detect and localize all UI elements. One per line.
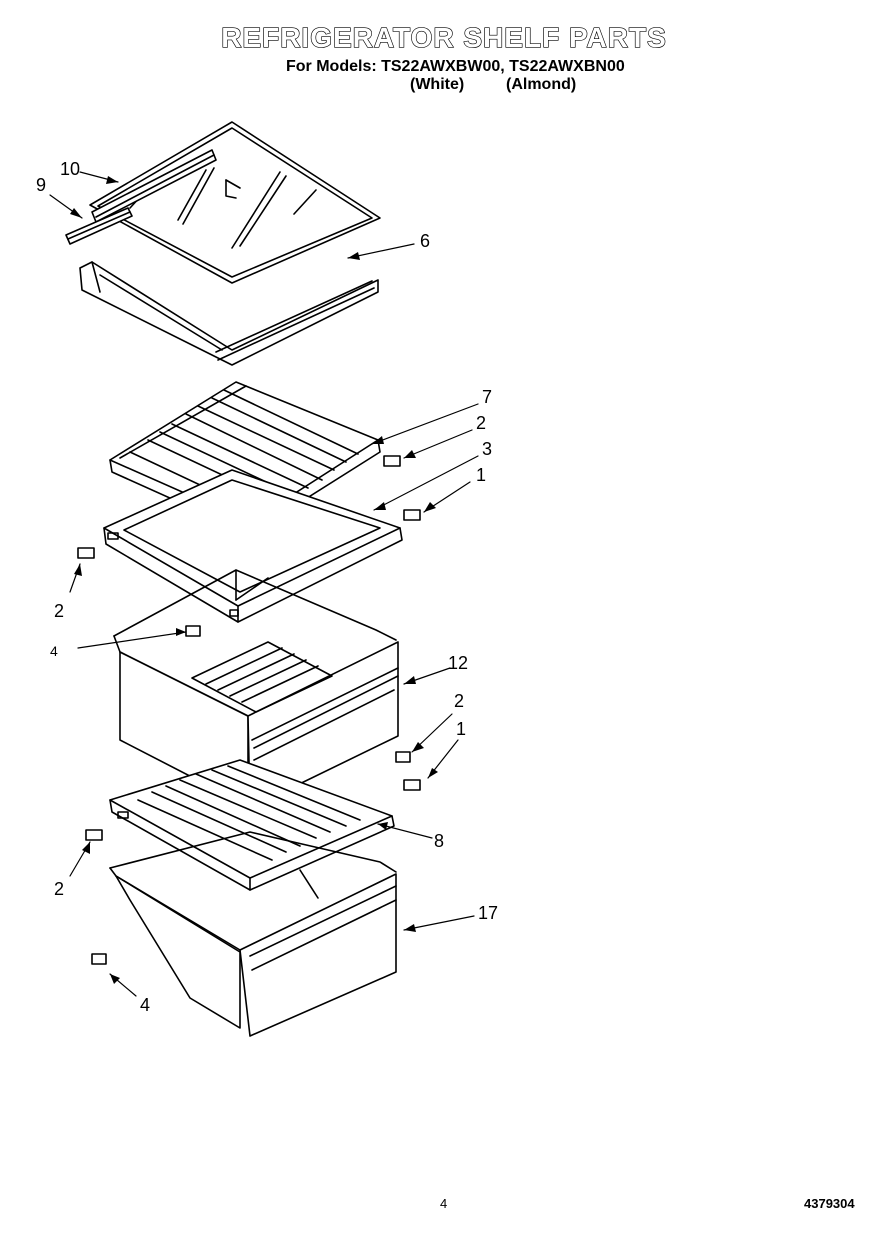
callout-17: 17 — [478, 903, 499, 923]
fasteners — [77, 455, 421, 965]
arrowheads — [70, 176, 438, 984]
callout-7: 7 — [482, 387, 493, 407]
grid-shelf-lower — [109, 759, 395, 891]
page-number: 4 — [440, 1196, 448, 1211]
doc-number: 4379304 — [804, 1196, 855, 1211]
variant-almond: (Almond) — [506, 76, 577, 93]
callout-10: 10 — [60, 159, 81, 179]
callout-4-lower: 4 — [140, 995, 151, 1015]
callout-6: 6 — [420, 231, 431, 251]
callout-3: 3 — [482, 439, 493, 459]
callout-1-lower: 1 — [456, 719, 467, 739]
models-line: For Models: TS22AWXBW00, TS22AWXBN00 — [286, 58, 625, 75]
callout-2-lower-right: 2 — [454, 691, 465, 711]
callout-12: 12 — [448, 653, 469, 673]
callout-1-upper: 1 — [476, 465, 487, 485]
lower-drawer — [109, 831, 397, 1037]
page-title: REFRIGERATOR SHELF PARTS — [221, 21, 667, 53]
callout-4-upper: 4 — [50, 643, 58, 659]
callout-9: 9 — [36, 175, 47, 195]
callout-2-upper-right: 2 — [476, 413, 487, 433]
glass-shelf-assembly — [65, 121, 381, 366]
variant-white: (White) — [410, 76, 465, 93]
callout-8: 8 — [434, 831, 445, 851]
crisper-cover-frame — [103, 469, 403, 623]
callout-2-lower-left: 2 — [54, 879, 65, 899]
callout-2-upper-left: 2 — [54, 601, 65, 621]
